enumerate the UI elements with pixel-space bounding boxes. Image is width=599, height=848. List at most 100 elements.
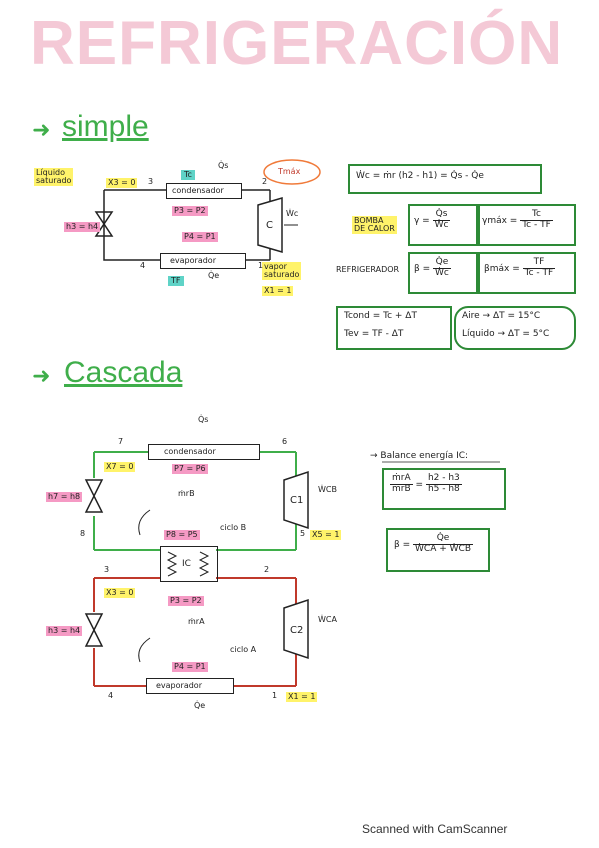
ratio-den: ṁrB xyxy=(392,483,411,494)
simple-qs-label: Q̇s xyxy=(218,161,229,170)
cascada-x5-label: X5 = 1 xyxy=(310,530,342,540)
page-title: REFRIGERACIÓN xyxy=(30,9,564,78)
simple-node-2: 2 xyxy=(262,177,268,186)
simple-node-3: 3 xyxy=(148,177,154,186)
liquido-equation: Líquido → ΔT = 5°C xyxy=(462,329,550,339)
cascada-beta-num: Q̇e xyxy=(413,533,473,545)
beta-box xyxy=(408,252,478,294)
aire-equation: Aire → ΔT = 15°C xyxy=(462,311,541,321)
gamma-box xyxy=(408,204,478,246)
section-arrow-icon: ➜ xyxy=(32,118,51,143)
cascada-cicloa-label: ciclo A xyxy=(230,645,257,654)
simple-node-4: 4 xyxy=(140,261,146,270)
cascada-beta-den: ẆCA + ẆCB xyxy=(415,543,471,554)
cascada-mrb-label: ṁrB xyxy=(178,489,195,498)
cascada-x1-label: X1 = 1 xyxy=(286,692,318,702)
cascada-node-5: 5 xyxy=(300,529,306,538)
balance-heading: → Balance energía IC: xyxy=(370,451,469,461)
cascada-p4p1-label: P4 = P1 xyxy=(172,662,208,672)
simple-p4p1-label: P4 = P1 xyxy=(182,232,218,242)
cascada-node-2: 2 xyxy=(264,565,270,574)
cascada-node-8: 8 xyxy=(80,529,86,538)
temp-box xyxy=(336,306,452,350)
cascada-x3-label: X3 = 0 xyxy=(104,588,136,598)
simple-node-1: 1 xyxy=(258,261,264,270)
beta-num: Q̇e xyxy=(433,257,451,269)
wc-equation-box xyxy=(348,164,542,194)
cascada-evaporator-label: evaporador xyxy=(156,681,202,690)
simple-tf-label: TF xyxy=(168,276,184,286)
simple-wc-label: Ẇc xyxy=(286,209,299,218)
cascada-node-4: 4 xyxy=(108,691,114,700)
cascada-node-1: 1 xyxy=(272,691,278,700)
cascada-evaporator-box xyxy=(146,678,234,694)
ic-box xyxy=(160,546,218,582)
ic-label: IC xyxy=(182,559,191,569)
delta-box xyxy=(454,306,576,350)
simple-qe-label: Q̇e xyxy=(208,271,220,280)
simple-evaporator-box xyxy=(160,253,246,269)
ratio-eq-sign: = xyxy=(415,479,424,490)
cascada-beta-box xyxy=(386,528,490,572)
simple-p3p2-label: P3 = P2 xyxy=(172,206,208,216)
cascada-ciclob-label: ciclo B xyxy=(220,523,247,532)
beta-max-num: TF xyxy=(522,257,556,269)
gamma-max-num: Tc xyxy=(520,209,553,221)
simple-evaporator-label: evaporador xyxy=(170,256,216,265)
simple-heading: simple xyxy=(62,110,149,143)
simple-condenser-box xyxy=(166,183,242,199)
cascada-condenser-box xyxy=(148,444,260,460)
gamma-lhs: γ = xyxy=(414,215,430,226)
cascada-p7p6-label: P7 = P6 xyxy=(172,464,208,474)
beta-max-den: Tc - TF xyxy=(524,267,554,278)
cascada-c1-label: C1 xyxy=(290,495,304,506)
bomba-label: BOMBA DE CALOR xyxy=(352,216,397,234)
simple-h3h4-label: h3 = h4 xyxy=(64,222,101,232)
cascada-qe-label: Q̇e xyxy=(194,701,206,710)
simple-liquid-label: Líquido saturado xyxy=(34,168,74,186)
cascada-p3p2-label: P3 = P2 xyxy=(168,596,204,606)
cascada-wcb-label: ẆCB xyxy=(318,485,337,494)
refrigerador-label: REFRIGERADOR xyxy=(336,265,400,274)
simple-compressor-label: C xyxy=(266,220,273,231)
gamma-num: Q̇s xyxy=(432,209,451,221)
cascada-h3h4-label: h3 = h4 xyxy=(46,626,83,636)
cascada-node-3: 3 xyxy=(104,565,110,574)
ratio-box xyxy=(382,468,506,510)
ratio-rnum: h2 - h3 xyxy=(425,473,462,485)
cascada-mra-label: ṁrA xyxy=(188,617,205,626)
ratio-num: ṁrA xyxy=(390,473,413,485)
gamma-max-den: Tc - TF xyxy=(522,219,551,230)
beta-max-box xyxy=(478,252,576,294)
simple-x3-label: X3 = 0 xyxy=(106,178,138,188)
cascada-c2-label: C2 xyxy=(290,625,304,636)
gamma-den: Ẇc xyxy=(434,219,449,230)
simple-vapor-label: vapor saturado xyxy=(262,262,302,280)
cascada-beta-lhs: β = xyxy=(394,539,411,550)
beta-max-lhs: βmáx = xyxy=(484,263,520,274)
beta-den: Ẇc xyxy=(435,267,449,278)
simple-tmax-label: Tmáx xyxy=(278,167,301,176)
cascada-wca-label: ẆCA xyxy=(318,615,337,624)
section-arrow-icon: ➜ xyxy=(32,364,51,389)
cascada-heading: Cascada xyxy=(64,356,183,389)
cascada-condenser-label: condensador xyxy=(164,447,216,456)
simple-x1-label: X1 = 1 xyxy=(262,286,294,296)
footer-watermark: Scanned with CamScanner xyxy=(362,822,508,836)
beta-lhs: β = xyxy=(414,263,431,274)
tcond-equation: Tcond = Tc + ΔT xyxy=(344,311,417,321)
cascada-p8p5-label: P8 = P5 xyxy=(164,530,200,540)
simple-condenser-label: condensador xyxy=(172,186,224,195)
